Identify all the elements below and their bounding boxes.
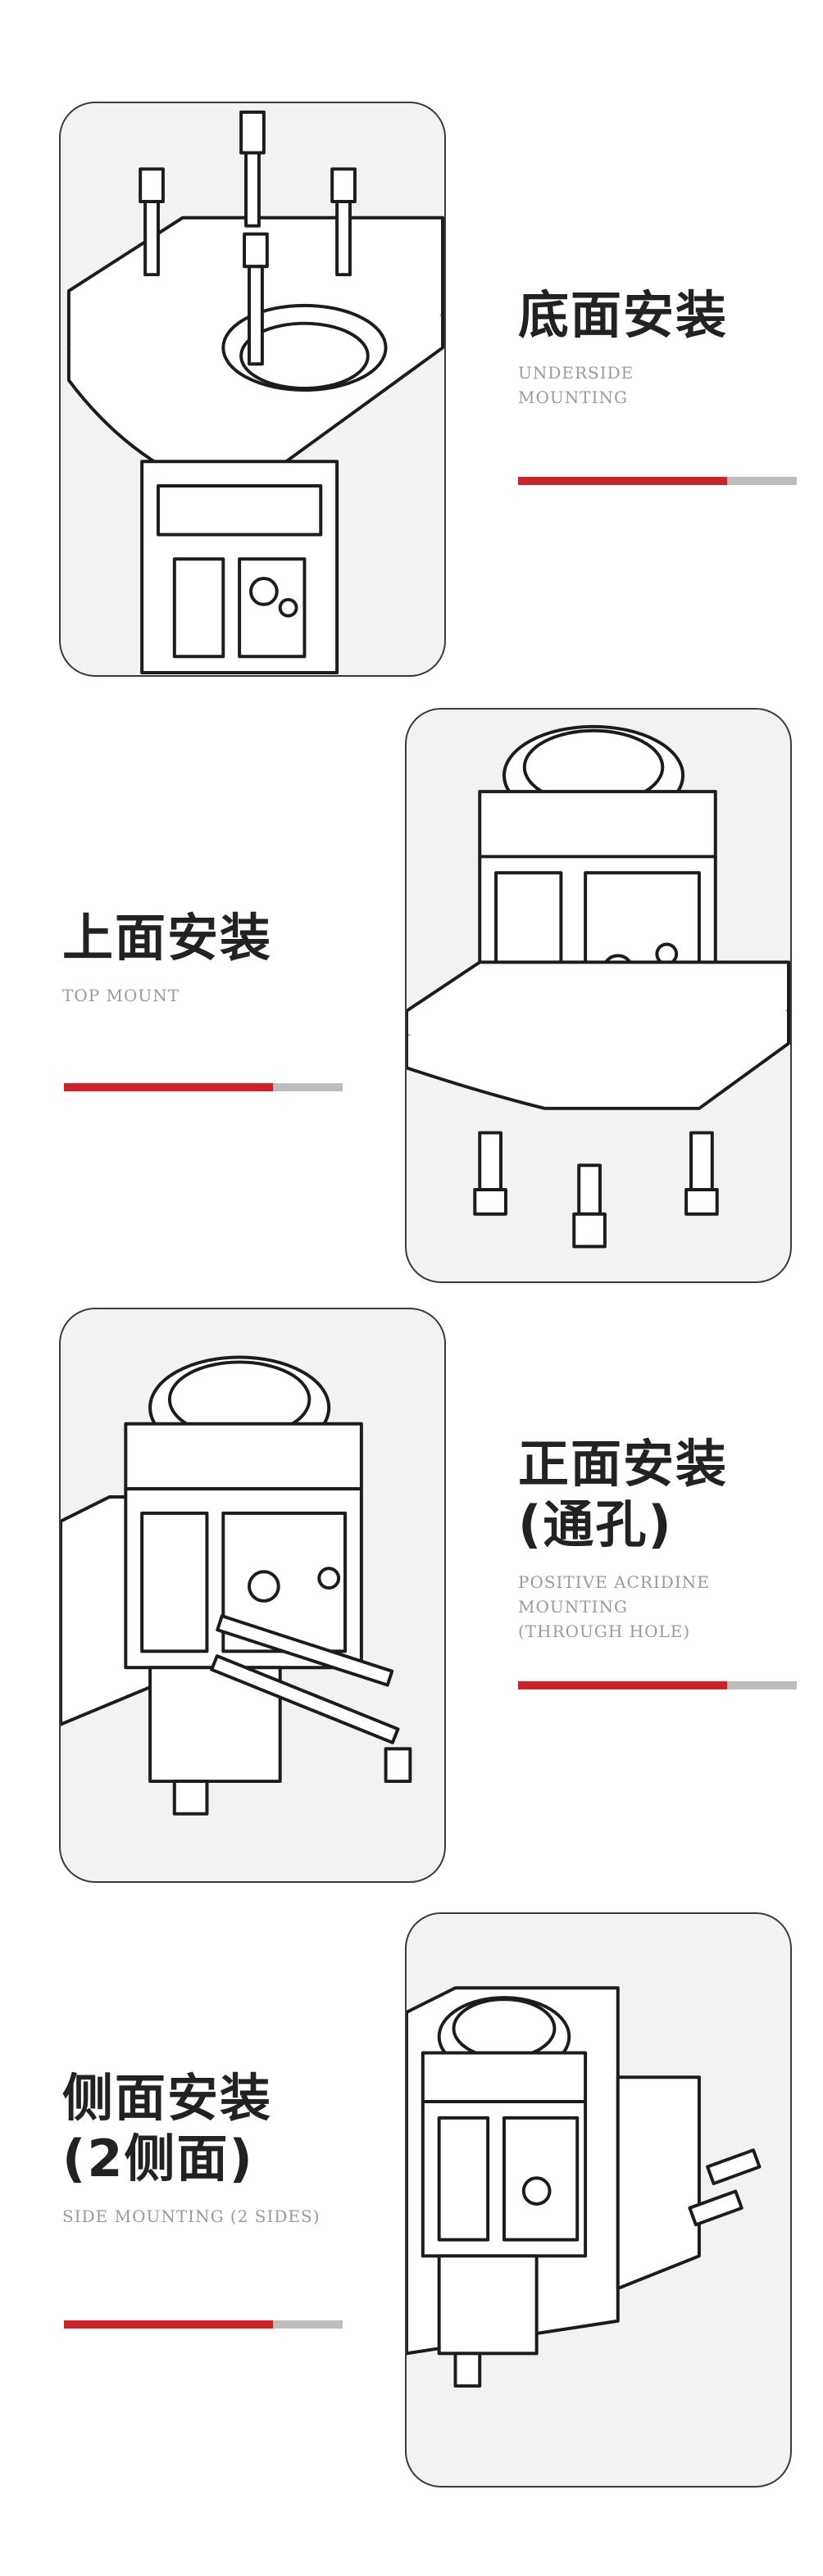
section-title: 上面安装 <box>62 908 273 968</box>
through-hole-mounting-illustration <box>59 1308 446 1883</box>
progress-bar <box>518 477 797 485</box>
underside-mounting-illustration <box>59 102 446 677</box>
progress-fill <box>518 1681 727 1689</box>
side-mounting-illustration <box>405 1912 792 2488</box>
section-title: 正面安装 (通孔) <box>518 1434 729 1554</box>
section-subtitle: POSITIVE ACRIDINE MOUNTING (THROUGH HOLE… <box>518 1572 710 1641</box>
actuator-drawing <box>407 1986 762 2388</box>
underside-mounting-text: 底面安装 UNDERSIDE MOUNTING <box>518 285 813 410</box>
section-top-mount: 上面安装 TOP MOUNT <box>0 606 823 1283</box>
side-mounting-text: 侧面安装 (2侧面) SIDE MOUNTING (2 SIDES) <box>62 2068 357 2229</box>
progress-track <box>273 1083 343 1091</box>
actuator-drawing <box>66 110 444 675</box>
section-title: 底面安装 <box>518 285 729 345</box>
progress-track <box>273 2320 343 2329</box>
section-through-hole-mounting: 正面安装 (通孔) POSITIVE ACRIDINE MOUNTING (TH… <box>0 1213 823 1883</box>
section-title: 侧面安装 (2侧面) <box>62 2068 273 2188</box>
section-subtitle: TOP MOUNT <box>62 986 180 1005</box>
section-underside-mounting: 底面安装 UNDERSIDE MOUNTING <box>0 0 823 677</box>
progress-fill <box>518 477 727 485</box>
progress-bar <box>518 1681 797 1689</box>
section-subtitle: SIDE MOUNTING (2 SIDES) <box>62 2206 321 2226</box>
progress-fill <box>64 1083 273 1091</box>
progress-bar <box>64 1083 343 1091</box>
top-mount-illustration <box>405 708 792 1283</box>
progress-bar <box>64 2320 343 2329</box>
progress-track <box>727 477 797 485</box>
actuator-drawing <box>407 724 790 1249</box>
top-mount-text: 上面安装 TOP MOUNT <box>62 908 357 1008</box>
section-side-mounting: 侧面安装 (2侧面) SIDE MOUNTING (2 SIDES) <box>0 1819 823 2488</box>
progress-fill <box>64 2320 273 2329</box>
through-hole-mounting-text: 正面安装 (通孔) POSITIVE ACRIDINE MOUNTING (TH… <box>518 1434 813 1644</box>
section-subtitle: UNDERSIDE MOUNTING <box>518 363 634 407</box>
actuator-drawing <box>61 1355 412 1816</box>
progress-track <box>727 1681 797 1689</box>
